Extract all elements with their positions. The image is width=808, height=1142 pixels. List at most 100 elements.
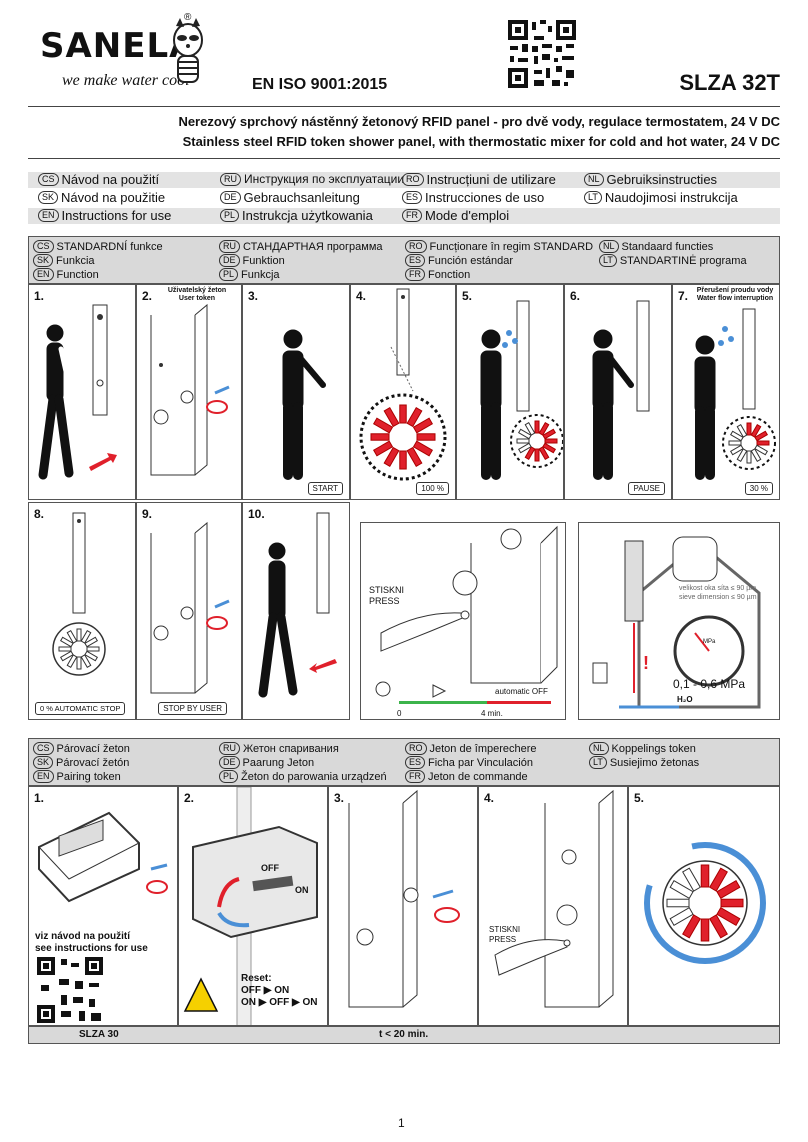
dial-segment — [729, 444, 744, 456]
dial-segment — [534, 448, 540, 462]
pairing-footer: SLZA 30 t < 20 min. — [28, 1026, 780, 1044]
rfid-token-icon — [206, 400, 228, 414]
dial-segment — [716, 907, 741, 926]
dial-segment — [416, 433, 436, 441]
step-panel: 5. — [628, 786, 780, 1026]
dial-segment — [534, 420, 540, 434]
timer-bar-green — [399, 701, 487, 704]
step-panel: 7. Přerušení proudu vody Water flow inte… — [672, 284, 780, 500]
dial-segment — [709, 914, 728, 939]
knob-icon — [556, 904, 578, 926]
qr-code-icon — [35, 955, 105, 1025]
step-panel: 2. Uživatelský žeton User token — [136, 284, 242, 500]
registered-mark: ® — [184, 12, 192, 23]
dial-segment — [544, 438, 558, 444]
showering-person-icon — [694, 335, 716, 480]
dial-segment — [524, 421, 536, 436]
pairing-steps: 1. viz návod na použití see instructions… — [28, 786, 780, 1026]
step-panel: 6. PAUSE — [564, 284, 672, 500]
step-panel: 1. — [28, 284, 136, 500]
status-tag: 100 % — [416, 482, 449, 495]
dial-segment — [669, 907, 694, 926]
thumbs-up-icon — [592, 662, 608, 684]
status-tag: 30 % — [744, 482, 773, 495]
walking-person-icon — [258, 542, 298, 698]
dial-segment — [86, 646, 100, 652]
dial-segment — [59, 650, 74, 662]
progress-dial-full — [359, 288, 447, 481]
status-tag: 0 % AUTOMATIC STOP — [35, 702, 126, 715]
dial-segment — [399, 404, 407, 424]
walking-person-icon — [38, 324, 74, 480]
brand-tagline: we make water cool — [62, 72, 190, 89]
divider — [28, 106, 780, 107]
dial-segment — [728, 440, 742, 446]
dial-segment — [383, 446, 400, 468]
step-panel: 3. START — [242, 284, 350, 500]
dial-segment — [669, 880, 694, 899]
dial-segment — [746, 450, 752, 464]
dial-segment — [746, 422, 752, 436]
dial-segment — [700, 918, 710, 942]
rfid-token-icon — [146, 880, 168, 894]
status-tag: STOP BY USER — [158, 702, 227, 715]
page-number: 1 — [398, 1116, 405, 1130]
step-panel: 8. 0 % AUTOMATIC STOP — [28, 502, 136, 720]
status-tag: START — [307, 482, 343, 495]
dial-segment — [66, 654, 78, 669]
dial-segment — [517, 442, 532, 454]
standing-person-icon — [282, 329, 326, 480]
dial-segment — [80, 629, 92, 644]
dial-segment — [736, 423, 748, 438]
dial-segment — [709, 867, 728, 892]
dial-segment — [399, 450, 407, 470]
knob-icon — [356, 928, 374, 946]
dial-segment — [754, 444, 769, 456]
dial-segment — [59, 636, 74, 648]
brand-name: SANELA — [40, 26, 197, 66]
subtitle-cs: Nerezový sprchový nástěnný žetonový RFID… — [178, 114, 780, 129]
dial-segment — [542, 442, 557, 454]
standing-person-icon — [592, 329, 634, 480]
function-steps-row2: 8. 0 % AUTOMATIC STOP 9. STOP BY USER 10… — [28, 502, 780, 722]
dial-segment — [372, 440, 394, 457]
dial-segment — [406, 406, 423, 428]
brand-logo: SANELA ® we make water cool — [38, 12, 238, 98]
status-tag: PAUSE — [628, 482, 665, 495]
dial-segment — [682, 867, 701, 892]
dial-segment — [76, 628, 82, 642]
water-drops-icon — [502, 330, 518, 348]
dial-segment — [516, 438, 530, 444]
play-icon — [432, 684, 447, 698]
rfid-token-icon — [206, 616, 228, 630]
subtitle-en: Stainless steel RFID token shower panel,… — [182, 134, 780, 149]
dial-segment — [750, 448, 762, 463]
dial-segment — [406, 446, 423, 468]
dial-segment — [84, 636, 99, 648]
dial-segment — [538, 421, 550, 436]
dial-segment — [729, 430, 744, 442]
dial-segment — [700, 864, 710, 888]
high-voltage-warning-icon — [183, 977, 219, 1012]
function-steps-row1: 1. 2. Uživatelský žeton User token — [28, 284, 780, 500]
dial-segment — [720, 898, 744, 908]
model-number: SLZA 32T — [679, 70, 780, 95]
qr-code-top-icon — [506, 18, 578, 90]
dial-segment — [756, 440, 770, 446]
dial-segment — [736, 448, 748, 463]
rfid-token-icon — [434, 907, 460, 923]
step-panel: 2. OFF ON Reset: OFF ▶ ON ON ▶ OFF ▶ ON — [178, 786, 328, 1026]
timer-bar-red — [487, 701, 551, 704]
clock-icon — [375, 681, 391, 697]
step-panel: 5. — [456, 284, 564, 500]
mesh-icon — [672, 536, 718, 582]
